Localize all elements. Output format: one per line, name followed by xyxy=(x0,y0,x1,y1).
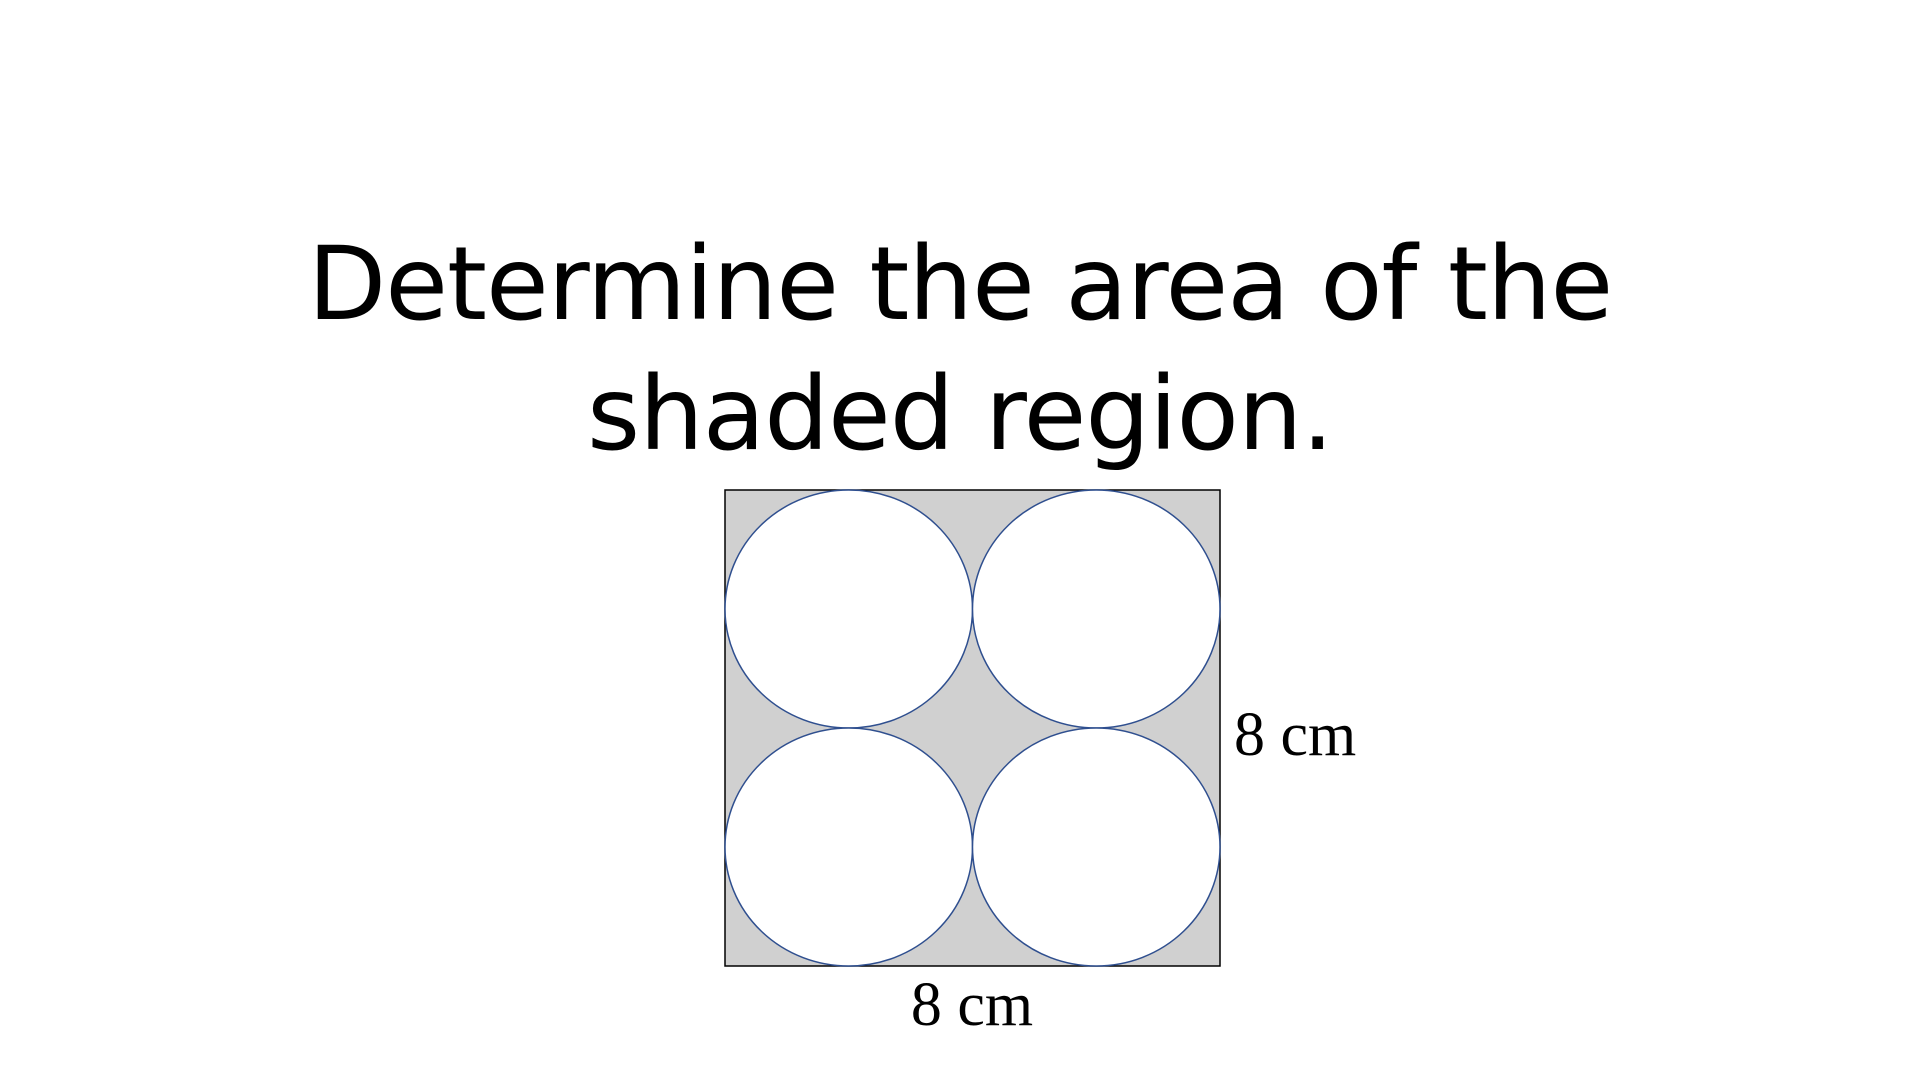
bottom-length-label: 8 cm xyxy=(911,971,1033,1039)
side-length-label: 8 cm xyxy=(1234,701,1356,769)
circle-top-left xyxy=(724,489,974,729)
circle-bottom-left xyxy=(724,727,974,967)
title-line-2: shaded region. xyxy=(587,355,1334,474)
slide-title: Determine the area of the shaded region. xyxy=(260,220,1660,480)
circle-top-right xyxy=(971,489,1221,729)
title-line-1: Determine the area of the xyxy=(307,225,1614,344)
circle-bottom-right xyxy=(971,727,1221,967)
